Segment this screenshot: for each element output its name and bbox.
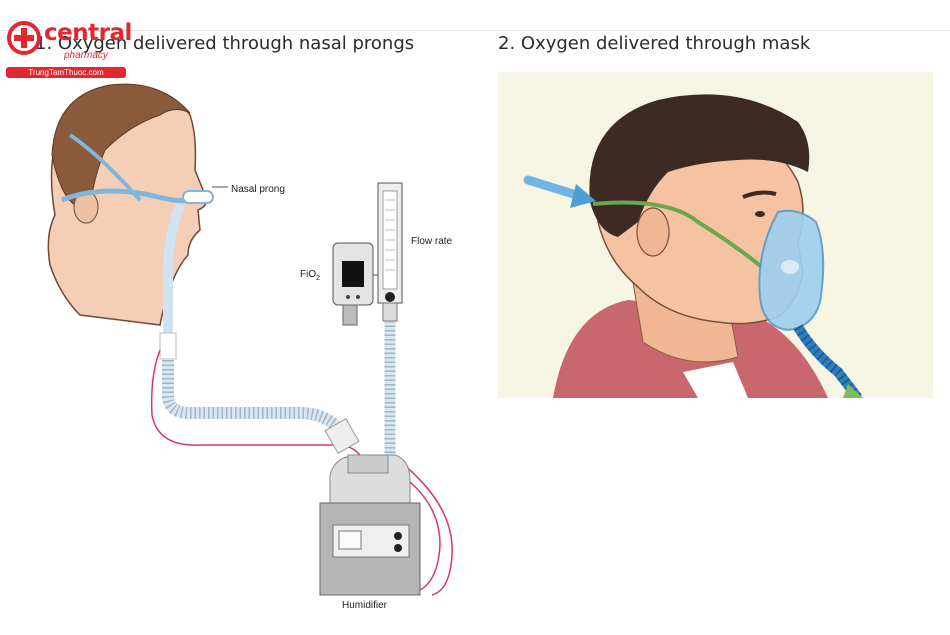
header-divider bbox=[0, 30, 950, 31]
flow-rate-label: Flow rate bbox=[411, 236, 453, 247]
panel-2-title: 2. Oxygen delivered through mask bbox=[498, 33, 811, 54]
central-pharmacy-logo: central pharmacy TrungTamThuoc.com bbox=[6, 20, 132, 82]
nasal-prong-illustration bbox=[47, 83, 453, 596]
humidifier-label: Humidifier bbox=[342, 600, 388, 611]
nasal-prong-label: Nasal prong bbox=[231, 184, 285, 195]
panel-1-title: 1. Oxygen delivered through nasal prongs bbox=[35, 33, 415, 54]
brand-site: TrungTamThuoc.com bbox=[6, 67, 126, 78]
oxygen-mask-illustration bbox=[498, 72, 933, 398]
brand-tagline: pharmacy bbox=[64, 50, 108, 61]
cross-logo-icon bbox=[7, 21, 41, 55]
fio2-subscript: 2 bbox=[316, 275, 321, 282]
brand-name: central bbox=[44, 20, 132, 46]
fio2-label: FiO2 bbox=[300, 269, 320, 282]
fio2-text: FiO bbox=[300, 269, 317, 280]
